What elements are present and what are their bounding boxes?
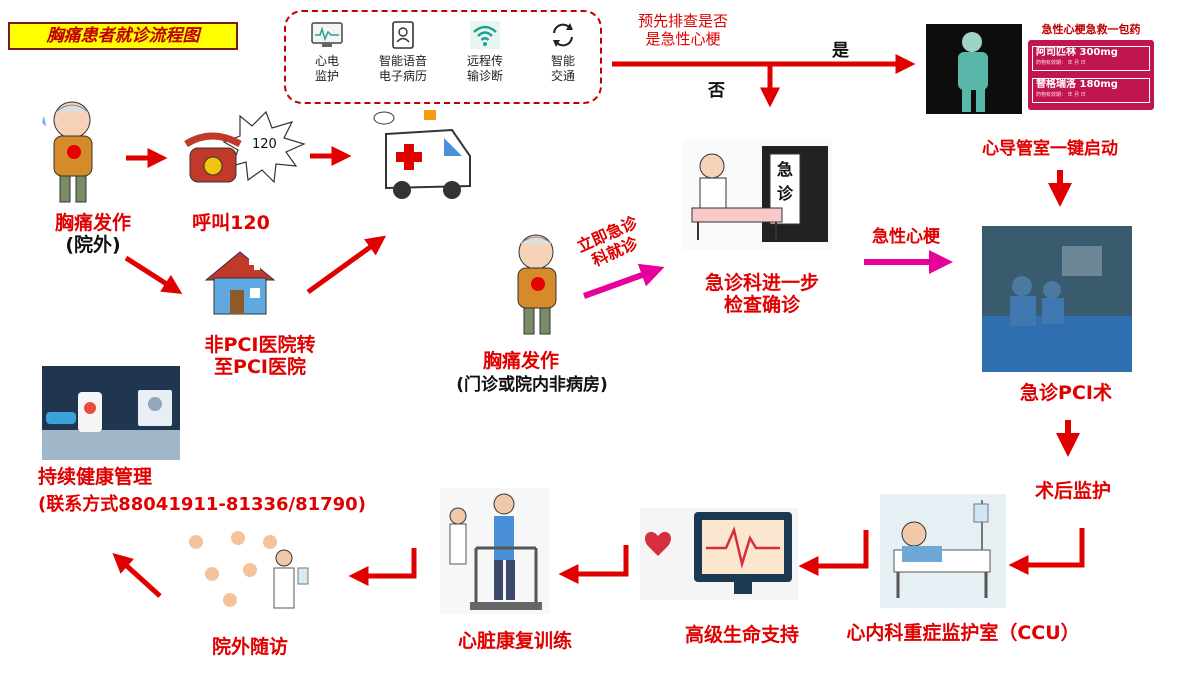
pci-label: 急诊PCI术 [1020, 382, 1112, 404]
cath-lab-label: 心导管室一键启动 [982, 139, 1118, 159]
tech-record-item: 智能语音 电子病历 [368, 20, 438, 84]
ami-label: 急性心梗 [872, 227, 940, 247]
tech-traffic-label-2: 交通 [550, 69, 575, 83]
tech-ecg-label-2: 监护 [314, 69, 339, 83]
call-120-bubble: 120 [252, 137, 277, 152]
tech-wifi-label-2: 输诊断 [466, 69, 503, 83]
medicine-header: 急性心梗急救一包药 [1041, 23, 1141, 36]
onset-inside-label: 胸痛发作 [482, 350, 559, 372]
hospital-house-illustration [204, 251, 276, 315]
medicine-expiry-1: 药物有效期： 年 月 日 [1036, 60, 1086, 66]
followup-label: 院外随访 [211, 636, 288, 658]
call-120-label: 呼叫120 [192, 212, 270, 234]
medicine-drug-1: 阿司匹林 300mg [1036, 47, 1118, 58]
health-contact-label: (联系方式88041911-81336/81790) [38, 494, 366, 515]
no-label: 否 [708, 81, 725, 101]
arrow-monitor-ccu [1008, 528, 1085, 575]
wifi-icon [470, 21, 500, 49]
patient-record-icon [392, 21, 414, 49]
arrow-ccu-life [798, 530, 869, 576]
medicine-body: 阿司匹林 300mg 药物有效期： 年 月 日 替格瑞洛 180mg 药物有效期… [1028, 40, 1154, 110]
cardiac-rehab-label: 心脏康复训练 [457, 630, 572, 652]
transfer-line-2: 至PCI医院 [214, 356, 306, 378]
transfer-line-1: 非PCI医院转 [204, 334, 316, 356]
page-title: 胸痛患者就诊流程图 [8, 22, 238, 50]
medicine-drug-2: 替格瑞洛 180mg [1036, 79, 1118, 90]
health-management-illustration [42, 366, 180, 460]
medicine-expiry-2: 药物有效期： 年 月 日 [1036, 92, 1086, 98]
health-management-label: 持续健康管理 [38, 466, 153, 488]
arrow-onset-hospital [124, 255, 183, 295]
er-check-label: 急诊科进一步 检查确诊 [692, 272, 832, 316]
tech-support-box: 心电 监护 智能语音 电子病历 远程传 输诊断 智能 交通 [284, 10, 602, 104]
tech-ecg-label-1: 心电 [314, 54, 339, 68]
tech-traffic-item: 智能 交通 [528, 20, 598, 84]
ami-screen-question: 预先排查是否 是急性心梗 [618, 12, 748, 48]
medicine-pack-card: 急性心梗急救一包药 阿司匹林 300mg 药物有效期： 年 月 日 替格瑞洛 1… [1024, 18, 1158, 114]
medicine-row-1: 阿司匹林 300mg 药物有效期： 年 月 日 [1032, 46, 1150, 71]
onset-outside-line-2: (院外) [65, 234, 121, 256]
tech-traffic-label-1: 智能 [550, 54, 575, 68]
pci-surgery-photo [982, 226, 1132, 372]
er-sign-line-1: 急 [776, 160, 793, 179]
er-check-line-2: 检查确诊 [723, 294, 800, 316]
onset-outside-line-1: 胸痛发作 [54, 212, 131, 234]
er-scene-drawing [691, 146, 828, 242]
heart-icon [645, 531, 671, 556]
telephone-illustration: 120 [184, 110, 306, 184]
arrow-immediate-er [582, 263, 665, 299]
ccu-patient-illustration [880, 494, 1006, 608]
onset-outside-label: 胸痛发作 (院外) [38, 212, 148, 256]
er-sign-line-2: 诊 [776, 184, 793, 203]
cardiac-rehab-illustration [440, 488, 550, 614]
refresh-cycle-icon [553, 23, 573, 47]
arrow-life-rehab [558, 545, 629, 584]
er-illustration: 急 诊 [682, 140, 832, 250]
arrow-rehab-followup [348, 548, 417, 586]
tech-record-label-2: 电子病历 [378, 69, 427, 83]
ecg-monitor-icon [311, 22, 343, 47]
arrow-followup-health [112, 552, 162, 598]
question-line-2: 是急性心梗 [645, 30, 721, 48]
yes-label: 是 [832, 41, 849, 61]
er-sign: 急 诊 [774, 158, 796, 206]
cath-lab-staff-photo [926, 24, 1022, 114]
non-pci-transfer-label: 非PCI医院转 至PCI医院 [200, 334, 320, 378]
medicine-row-2: 替格瑞洛 180mg 药物有效期： 年 月 日 [1032, 78, 1150, 103]
tech-wifi-item: 远程传 输诊断 [450, 20, 520, 84]
ambulance-illustration [373, 110, 471, 199]
arrow-hospital-ambulance [306, 235, 387, 295]
ccu-label: 心内科重症监护室（CCU） [846, 622, 1080, 644]
elderly-patient-inside-illustration [517, 234, 557, 335]
er-check-line-1: 急诊科进一步 [704, 272, 819, 294]
question-line-1: 预先排查是否 [637, 12, 728, 30]
life-support-label: 高级生命支持 [684, 624, 799, 646]
followup-illustration [180, 528, 310, 620]
life-support-monitor-illustration [640, 508, 798, 600]
tech-ecg-item: 心电 监护 [292, 20, 362, 84]
tech-record-label-1: 智能语音 [378, 54, 427, 68]
elderly-patient-outside-illustration [42, 101, 93, 203]
tech-wifi-label-1: 远程传 [466, 54, 503, 68]
post-monitor-label: 术后监护 [1034, 480, 1111, 502]
onset-inside-location: (门诊或院内非病房) [456, 375, 608, 395]
